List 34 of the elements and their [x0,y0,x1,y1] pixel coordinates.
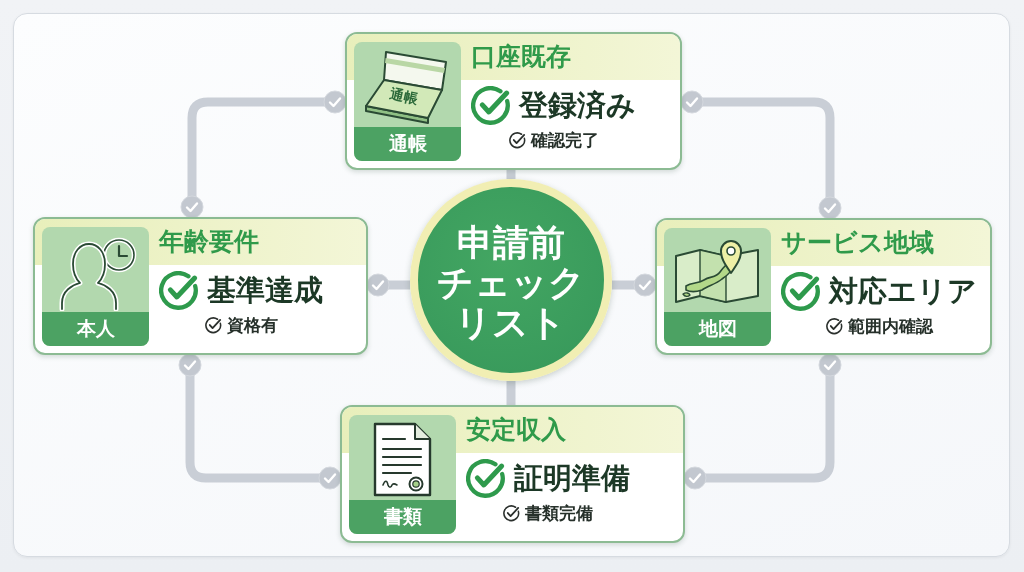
icon-tile [354,42,461,161]
checklist-card [655,218,992,355]
status-text: 登録済み [519,89,636,123]
card-title: 口座既存 [471,42,571,72]
tile-caption: 地図 [664,312,771,346]
tile-caption: 通帳 [354,127,461,161]
hub-title: 申請前チェックリスト [436,220,586,344]
tile-caption: 書類 [349,500,456,534]
icon-tile [664,228,771,346]
connector [682,90,842,218]
status-text: 基準達成 [207,274,323,308]
status-text: 証明準備 [514,462,630,496]
status-note: 資格有 [226,316,278,336]
connector [506,381,516,405]
connector [611,273,655,297]
connector [368,273,411,297]
card-title: 年齢要件 [159,227,259,257]
card-title: 安定収入 [466,415,566,445]
status-note: 確認完了 [530,131,599,151]
tile-caption: 本人 [42,312,149,346]
status-note: 範囲内確認 [847,317,933,337]
status-text: 対応エリア [829,275,977,309]
connector [180,90,345,217]
connector [506,170,516,179]
connector [178,355,340,490]
status-note: 書類完備 [525,504,593,524]
checklist-card [340,405,685,543]
checklist-card [33,217,368,355]
icon-tile [42,227,149,346]
connector [685,355,842,490]
card-title: サービス地域 [781,228,934,258]
checklist-card [345,32,682,170]
passbook-label: 通帳 [388,86,420,108]
icon-tile [349,415,456,534]
